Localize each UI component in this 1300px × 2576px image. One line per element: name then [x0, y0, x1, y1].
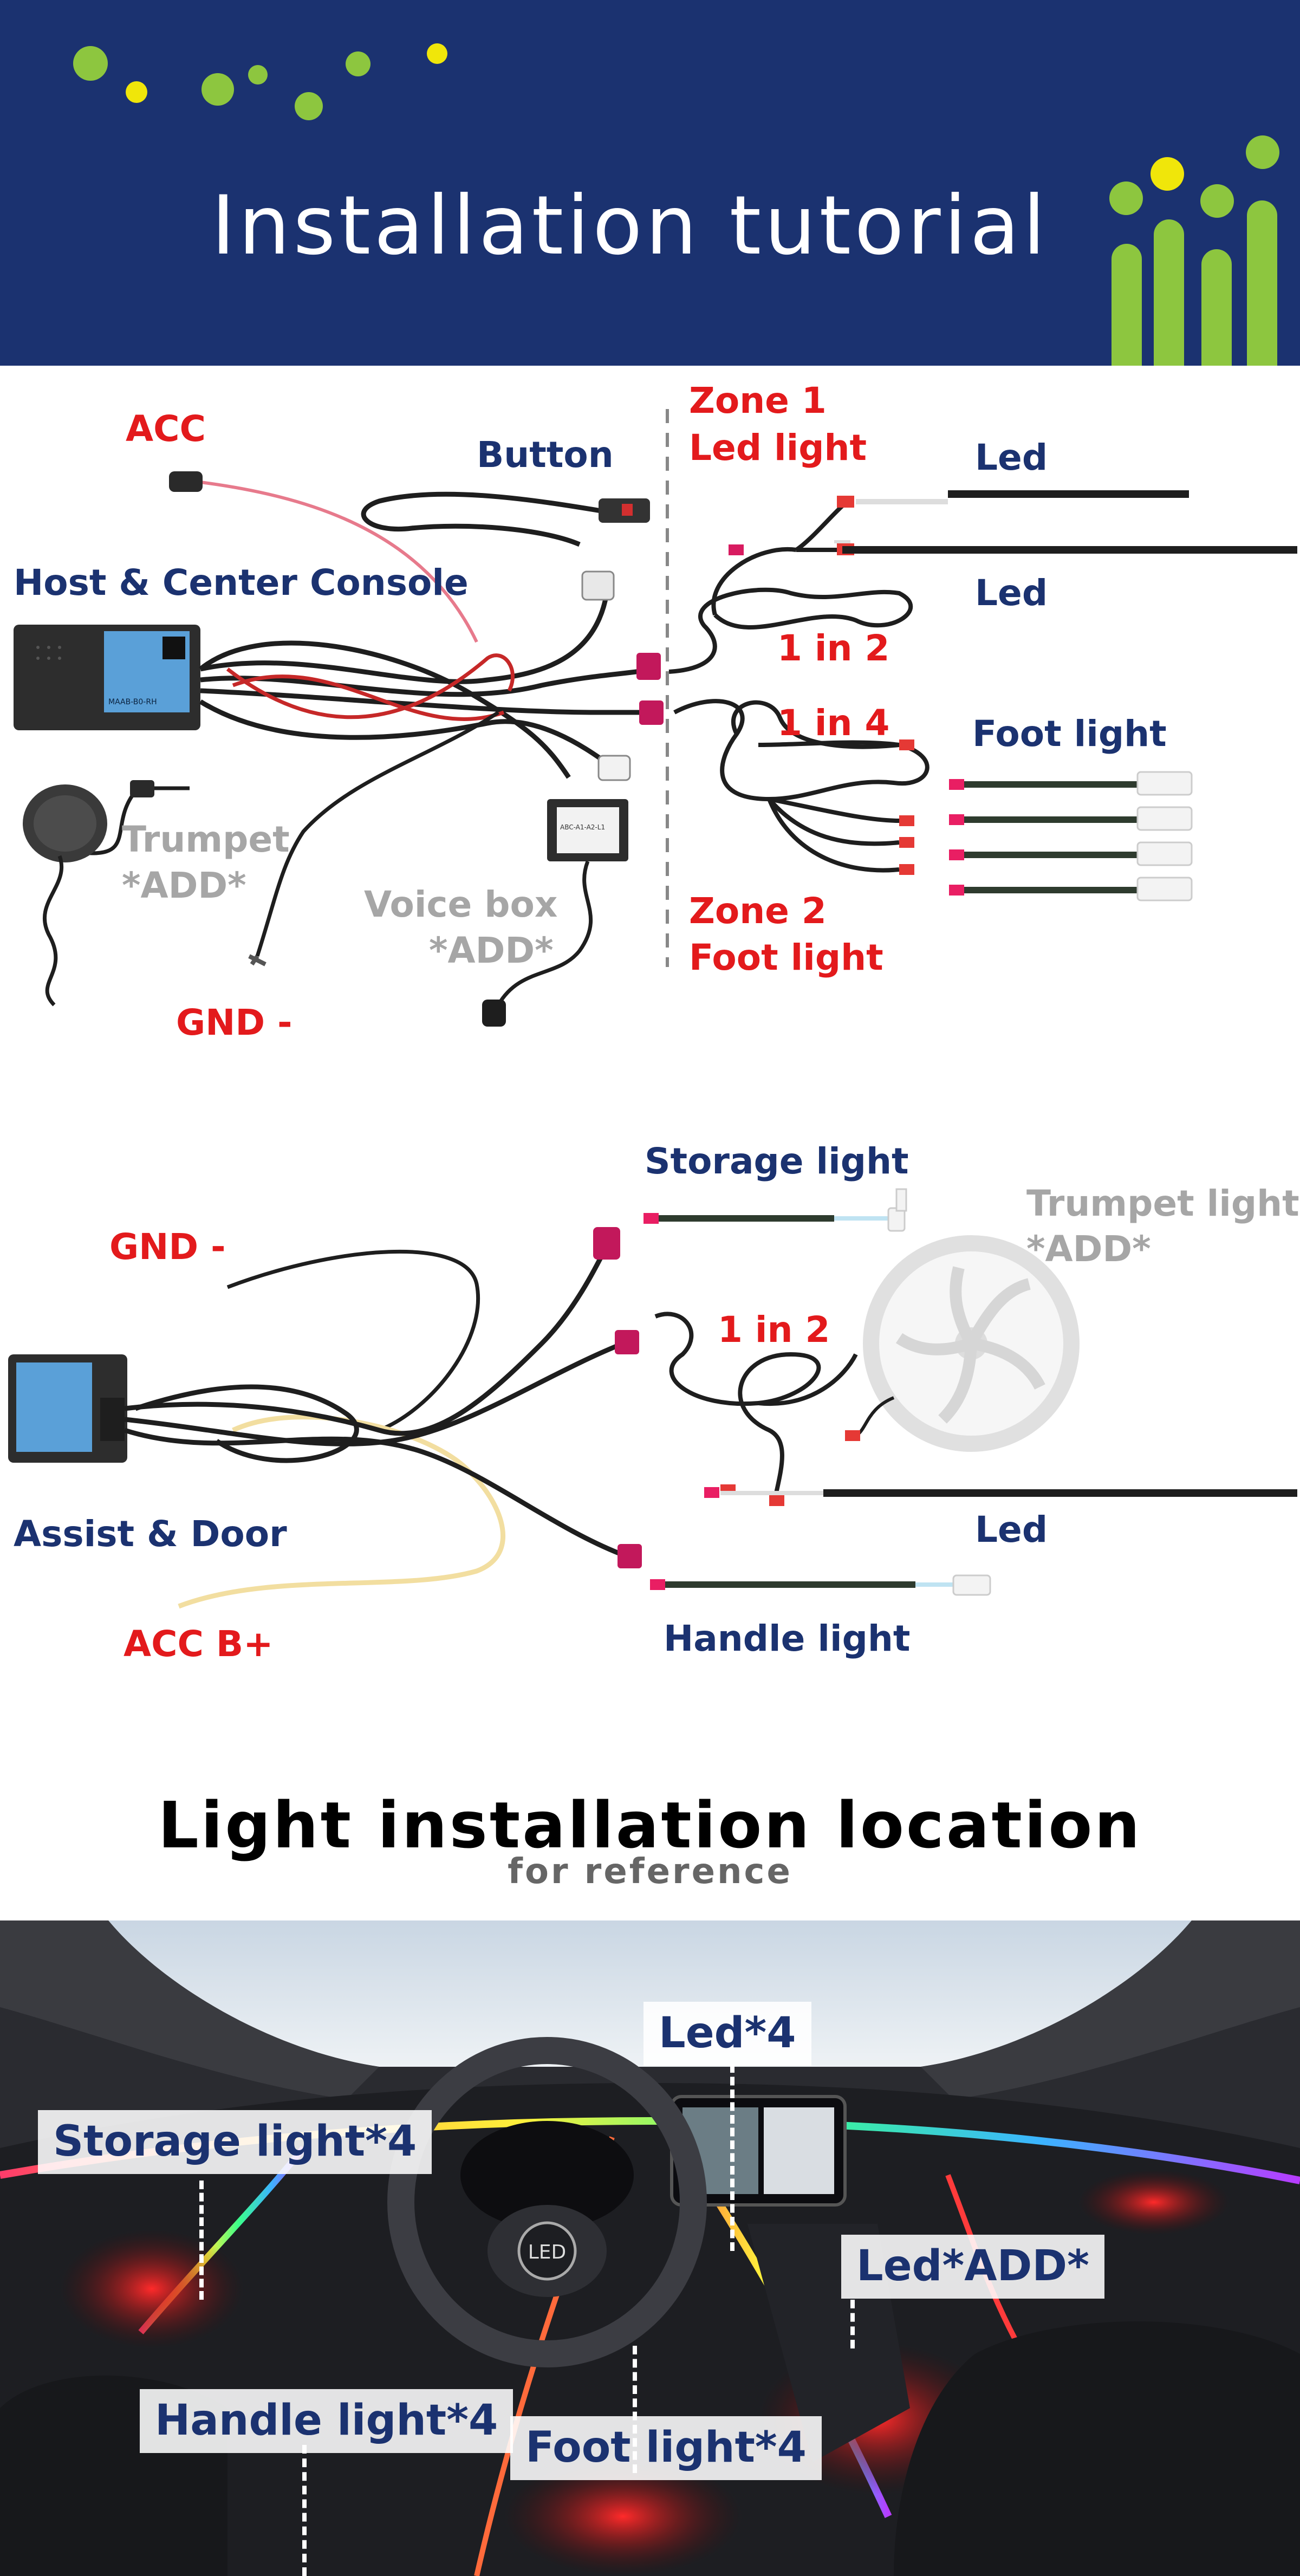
header-banner: Installation tutorial: [0, 0, 1300, 366]
foot4-pointer: [633, 2346, 637, 2473]
trumpet-add-label: *ADD*: [122, 865, 246, 906]
led-second-label: Led: [975, 572, 1048, 614]
decor-dot: [248, 65, 268, 85]
harness-connector: [597, 755, 631, 781]
logo-bar: [1201, 249, 1232, 366]
harness-connector: [636, 653, 661, 680]
voice-box-label: Voice box: [364, 884, 558, 925]
handle4-pointer: [302, 2445, 307, 2576]
harness-connector: [593, 1227, 620, 1260]
car-interior-photo: LED Led*4 Storage light*4 Led*ADD* Handl…: [0, 1920, 1300, 2576]
handle-light-label: Handle light: [664, 1618, 911, 1659]
trumpet-light-part: [845, 1235, 1080, 1452]
gnd-label: GND -: [176, 1002, 292, 1043]
led-add-callout: Led*ADD*: [841, 2235, 1104, 2299]
decor-dot: [295, 92, 323, 120]
zone1-sub-label: Led light: [689, 427, 867, 469]
handle-light-part: [650, 1574, 991, 1596]
logo-bar: [1112, 244, 1142, 366]
zone2-sub-label: Foot light: [689, 937, 883, 978]
assist-one-in-two-label: 1 in 2: [718, 1309, 830, 1351]
logo-dot: [1246, 135, 1279, 169]
harness-connector: [581, 570, 615, 601]
storage-light-label: Storage light: [645, 1140, 909, 1182]
assist-led-label: Led: [975, 1509, 1048, 1550]
decor-dot: [202, 73, 234, 106]
acc-connector: [169, 471, 203, 492]
assist-gnd-label: GND -: [109, 1226, 226, 1268]
decor-dot: [346, 51, 370, 76]
harness-connector: [615, 1330, 639, 1354]
zone1-label: Zone 1: [689, 380, 827, 421]
foot-light-label: Foot light: [972, 713, 1167, 755]
storage4-pointer: [199, 2181, 204, 2300]
storage-light-part: [644, 1188, 907, 1232]
button-label: Button: [477, 434, 614, 476]
acc-b-label: ACC B+: [123, 1623, 274, 1665]
zone2-label: Zone 2: [689, 890, 827, 932]
location-title: Light installation location: [158, 1788, 1142, 1863]
logo-bar: [1154, 219, 1184, 366]
steering-logo: LED: [528, 2241, 567, 2263]
led-add-pointer: [850, 2300, 855, 2348]
foot-light-set: [949, 771, 1193, 901]
assist-door-label: Assist & Door: [14, 1513, 287, 1555]
host-label: Host & Center Console: [14, 562, 469, 604]
one-in-two-label: 1 in 2: [777, 627, 890, 669]
decor-dot: [427, 43, 447, 64]
voice-box-add-label: *ADD*: [429, 930, 554, 971]
logo-dot: [1109, 181, 1143, 215]
module-code: MAAB-B0-RH: [108, 698, 157, 706]
acc-wire: [200, 481, 478, 643]
svg-text:ABC-A1-A2-L1: ABC-A1-A2-L1: [560, 823, 605, 831]
trumpet-label: Trumpet: [122, 819, 290, 860]
harness-connector: [618, 1544, 642, 1568]
led4-callout: Led*4: [644, 2002, 811, 2066]
page-title: Installation tutorial: [211, 179, 1049, 273]
logo-dot: [1150, 157, 1184, 191]
gnd-wire: [255, 711, 499, 957]
harness-connector: [639, 700, 664, 725]
handle4-callout: Handle light*4: [140, 2389, 514, 2453]
steering-wheel: [387, 2037, 707, 2367]
decor-dot: [73, 46, 108, 81]
trumpet-connector: [130, 780, 154, 797]
location-subtitle: for reference: [508, 1852, 792, 1892]
foot4-callout: Foot light*4: [510, 2416, 822, 2480]
trumpet-light-add-label: *ADD*: [1026, 1228, 1151, 1270]
one-in-four-label: 1 in 4: [777, 702, 890, 744]
storage4-callout: Storage light*4: [38, 2110, 432, 2174]
led4-pointer: [730, 2064, 734, 2251]
assist-door-diagram: [8, 1188, 1297, 1609]
button-cable: [361, 491, 602, 547]
main-wiring-diagram: MAAB-B0-RH ABC-A1-A2-L1: [14, 409, 1297, 1027]
assist-gnd-wire: [226, 1249, 480, 1432]
decor-dot: [126, 81, 147, 103]
logo-dot: [1200, 184, 1234, 218]
trumpet-light-label: Trumpet light: [1026, 1183, 1299, 1224]
logo-bar: [1247, 200, 1277, 366]
acc-label: ACC: [126, 408, 206, 450]
led-top-label: Led: [975, 437, 1048, 478]
